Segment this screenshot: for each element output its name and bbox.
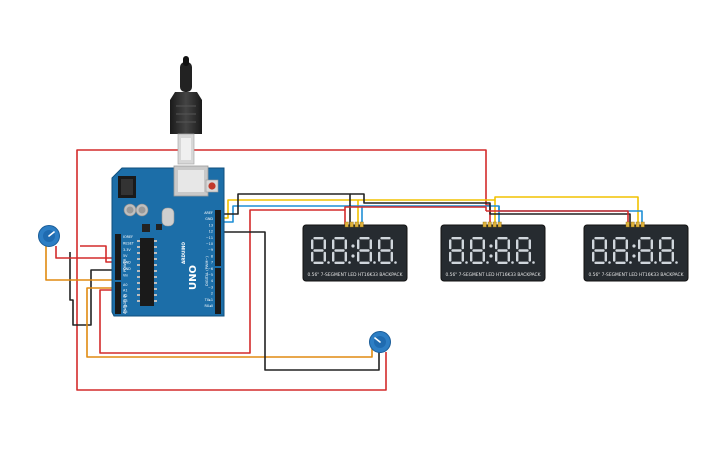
pin-label: A0	[123, 283, 127, 287]
display-pin[interactable]	[349, 221, 354, 228]
wire-red-bottom-loop[interactable]	[76, 258, 387, 391]
wire-black-gnd[interactable]	[221, 231, 380, 371]
potentiometer-bottom[interactable]	[369, 331, 391, 353]
seven-segment-display[interactable]: 0.56" 7-SEGMENT LED HT16K33 BACKPACK	[583, 221, 689, 282]
pin-label: ~5	[208, 273, 213, 277]
pin-label: 3.3V	[123, 248, 131, 252]
display-pin-header[interactable]	[625, 221, 645, 228]
pin-label: IOREF	[123, 235, 133, 239]
display-pin[interactable]	[635, 221, 640, 228]
pin-label: 13	[209, 223, 213, 227]
wire-black-disp[interactable]	[221, 193, 351, 225]
wire-blue-scl[interactable]	[221, 205, 363, 225]
display-label: 0.56" 7-SEGMENT LED HT16K33 BACKPACK	[588, 272, 683, 278]
display-pin[interactable]	[625, 221, 630, 228]
wire-orange-bottom[interactable]	[86, 287, 373, 358]
wire-black-disp-2[interactable]	[350, 193, 631, 225]
pin-label: A1	[123, 288, 127, 292]
pin-label: 7	[211, 261, 213, 265]
arduino-brand: ARDUINO	[181, 242, 186, 264]
pin-label: A2	[123, 294, 127, 298]
analog-header[interactable]	[115, 282, 121, 314]
usb-cable[interactable]	[170, 56, 202, 165]
pin-label: 4	[211, 279, 213, 283]
pin-label: ~6	[208, 267, 213, 271]
wire-black-loop[interactable]	[69, 252, 112, 326]
wires	[45, 149, 643, 391]
pin-label: ~11	[206, 236, 213, 240]
wire-red-jumper-b[interactable]	[80, 245, 112, 263]
pin-label: A5	[123, 310, 127, 314]
power-section-label: POWER	[123, 258, 127, 272]
display-pin[interactable]	[359, 221, 364, 228]
pin-label: A3	[123, 299, 127, 303]
display-pin[interactable]	[640, 221, 645, 228]
seven-segment-display[interactable]: 0.56" 7-SEGMENT LED HT16K33 BACKPACK	[302, 221, 408, 282]
pin-label: TX▸1	[204, 298, 213, 302]
display-label: 0.56" 7-SEGMENT LED HT16K33 BACKPACK	[445, 272, 540, 278]
potentiometer-left[interactable]	[38, 225, 60, 247]
pin-label: 12	[209, 230, 213, 234]
pin-label: ~3	[208, 285, 213, 289]
arduino-model: UNO	[188, 265, 199, 290]
display-digits	[311, 237, 397, 264]
pin-label: RX◂0	[204, 304, 213, 308]
wire-red-vcc-3[interactable]	[486, 210, 629, 225]
wire-orange-left[interactable]	[45, 246, 112, 281]
atmega-chip	[140, 238, 154, 306]
wire-red-vcc-2[interactable]	[344, 206, 487, 211]
display-pin[interactable]	[630, 221, 635, 228]
pin-label: A4	[123, 305, 127, 309]
pin-label: ~10	[206, 242, 213, 246]
display-pin[interactable]	[354, 221, 359, 228]
display-pin[interactable]	[487, 221, 492, 228]
display-digits	[592, 237, 678, 264]
colon-dot	[489, 254, 493, 258]
pin-label: AREF	[204, 211, 213, 215]
display-label: 0.56" 7-SEGMENT LED HT16K33 BACKPACK	[307, 272, 402, 278]
analog-section-label: ANALOG IN	[123, 294, 127, 314]
wire-red-jumper-a[interactable]	[55, 246, 112, 259]
wire-yellow-sda-2[interactable]	[358, 196, 639, 225]
pin-label: GND	[205, 217, 213, 221]
pin-label: 2	[211, 292, 213, 296]
display-pin-header[interactable]	[482, 221, 502, 228]
pin-label: Vin	[123, 273, 128, 277]
wire-yellow-sda[interactable]	[221, 199, 359, 225]
colon-dot	[489, 244, 493, 248]
colon-dot	[632, 254, 636, 258]
digital-header-high[interactable]	[215, 210, 221, 266]
pin-label: 5V	[123, 254, 128, 258]
display-pin[interactable]	[497, 221, 502, 228]
colon-dot	[351, 254, 355, 258]
pin-label: ~9	[208, 248, 213, 252]
display-pin-header[interactable]	[344, 221, 364, 228]
pin-label: RESET	[123, 241, 135, 245]
colon-dot	[632, 244, 636, 248]
digital-section-label: DIGITAL (PWM~)	[205, 256, 209, 286]
pin-label: GND	[123, 261, 131, 265]
power-header[interactable]	[115, 234, 121, 280]
display-pin[interactable]	[344, 221, 349, 228]
digital-header-low[interactable]	[215, 268, 221, 314]
wire-blue-scl-2[interactable]	[362, 205, 643, 225]
display-pin[interactable]	[492, 221, 497, 228]
seven-segment-display[interactable]: 0.56" 7-SEGMENT LED HT16K33 BACKPACK	[440, 221, 546, 282]
colon-dot	[351, 244, 355, 248]
pin-label: GND	[123, 267, 131, 271]
crystal	[161, 207, 175, 227]
display-digits	[449, 237, 535, 264]
potentiometer-knob-indicator	[374, 337, 381, 343]
potentiometer-knob-indicator	[48, 231, 55, 237]
pin-label: 8	[211, 254, 213, 258]
display-pin[interactable]	[482, 221, 487, 228]
